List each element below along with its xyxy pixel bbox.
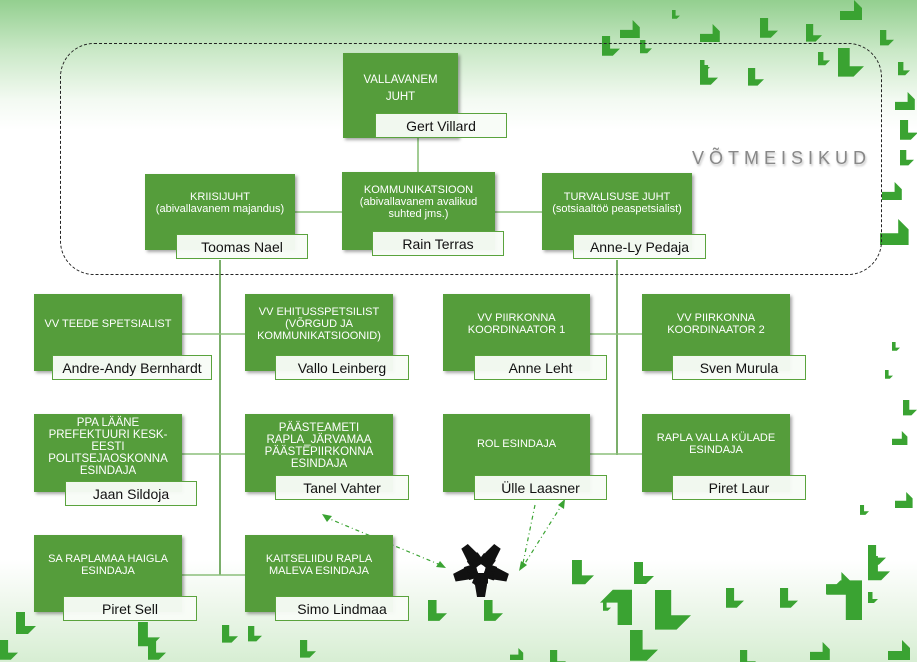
person-name: Tanel Vahter xyxy=(275,475,409,500)
person-name: Ülle Laasner xyxy=(474,475,607,500)
role-title: VV PIIRKONNA KOORDINAATOR 2 xyxy=(667,311,765,336)
person-name: Sven Murula xyxy=(672,355,806,380)
role-title: ROL ESINDAJA xyxy=(476,438,557,450)
arrowhead xyxy=(519,561,527,571)
role-title: PÄÄSTEAMETI RAPLA_JÄRVAMAA PÄÄSTEPIIRKON… xyxy=(264,422,374,470)
role-title: VV PIIRKONNA KOORDINAATOR 1 xyxy=(467,311,566,336)
person-name: Andre-Andy Bernhardt xyxy=(52,355,212,380)
arrowhead xyxy=(322,514,332,522)
role-title: KAITSELIIDU RAPLA MALEVA ESINDAJA xyxy=(265,552,373,577)
arrowhead xyxy=(558,499,565,509)
arrow-rol-to-hands xyxy=(521,504,536,569)
person-name: Anne Leht xyxy=(474,355,607,380)
arrow-rol-to-hands-seg xyxy=(521,502,564,569)
person-name: Piret Laur xyxy=(672,475,806,500)
role-title: RAPLA VALLA KÜLADE ESINDAJA xyxy=(656,432,776,456)
role-title: PPA LÄÄNE PREFEKTUURI KESK-EESTI POLITSE… xyxy=(48,417,168,477)
role-title: VV TEEDE SPETSIALIST xyxy=(44,317,172,330)
role-title: KRIISIJUHT xyxy=(190,191,250,203)
role-subtitle: (abivallavanem avalikud suhted jms.) xyxy=(359,196,478,220)
role-title: VV EHITUSSPETSILIST (VÕRGUD JA KOMMUNIKA… xyxy=(257,305,381,342)
person-name: Vallo Leinberg xyxy=(275,355,409,380)
cooperation-arrows xyxy=(322,499,565,571)
person-name: Piret Sell xyxy=(63,596,197,621)
role-title: SA RAPLAMAA HAIGLA ESINDAJA xyxy=(48,552,168,577)
person-name: Jaan Sildoja xyxy=(65,481,197,506)
person-name-crisis: Toomas Nael xyxy=(176,234,308,259)
person-name-security: Anne-Ly Pedaja xyxy=(573,234,706,259)
role-title: TURVALISUSE JUHT xyxy=(563,190,671,203)
role-box-police-representative[interactable]: PPA LÄÄNE PREFEKTUURI KESK-EESTI POLITSE… xyxy=(34,414,182,492)
role-subtitle: (sotsiaaltöö peaspetsialist) xyxy=(552,202,682,215)
person-name-communication: Rain Terras xyxy=(372,231,504,256)
arrowhead xyxy=(436,561,446,568)
hands-together-icon xyxy=(453,543,509,597)
person-name: Simo Lindmaa xyxy=(275,596,409,621)
role-title: VALLAVANEM JUHT xyxy=(363,73,438,103)
hands-group xyxy=(453,543,509,597)
key-persons-group-frame xyxy=(60,43,882,275)
person-name-head: Gert Villard xyxy=(375,113,507,138)
role-title: KOMMUNIKATSIOON xyxy=(363,184,474,196)
key-persons-group-label: VÕTMEISIKUD xyxy=(692,148,872,168)
arrow-rescue-to-hands xyxy=(324,516,444,567)
role-subtitle: (abivallavanem majandus) xyxy=(155,203,285,215)
